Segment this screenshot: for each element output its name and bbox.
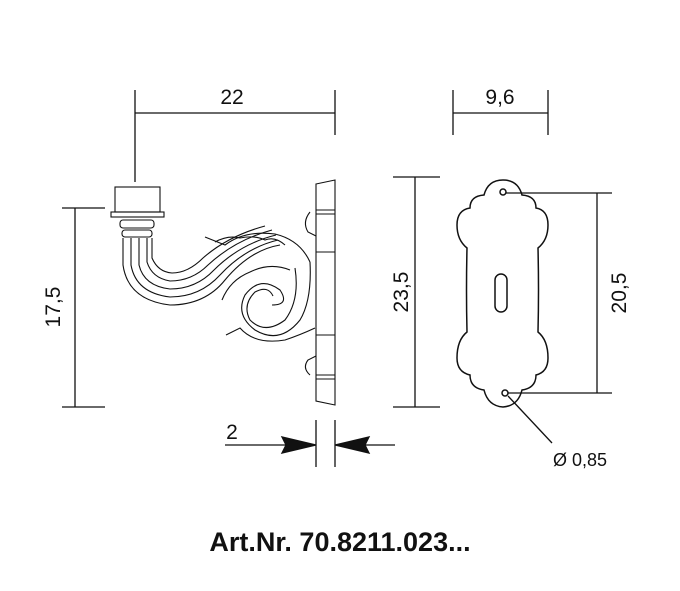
mounting-hole-bottom bbox=[501, 389, 509, 397]
dimension-17-5 bbox=[62, 207, 105, 408]
dimension-22 bbox=[134, 90, 336, 182]
plate-front-view bbox=[456, 179, 549, 408]
dimension-2 bbox=[225, 420, 395, 467]
label-9-6: 9,6 bbox=[485, 86, 514, 109]
label-2: 2 bbox=[226, 421, 238, 444]
label-20-5: 20,5 bbox=[608, 273, 631, 314]
label-17-5: 17,5 bbox=[42, 287, 65, 328]
keyhole bbox=[494, 273, 508, 313]
dimension-20-5 bbox=[506, 192, 612, 394]
mounting-hole-top bbox=[499, 188, 507, 196]
label-hole-diameter: Ø 0,85 bbox=[553, 450, 607, 470]
dimension-23-5 bbox=[393, 176, 440, 408]
wall-plate-side bbox=[315, 179, 336, 406]
dimension-9-6 bbox=[452, 90, 549, 135]
bracket-side-view bbox=[110, 186, 317, 376]
article-number: Art.Nr. 70.8211.023... bbox=[209, 527, 471, 557]
diameter-leader bbox=[507, 395, 553, 444]
label-23-5: 23,5 bbox=[390, 272, 413, 313]
label-22: 22 bbox=[220, 86, 243, 109]
